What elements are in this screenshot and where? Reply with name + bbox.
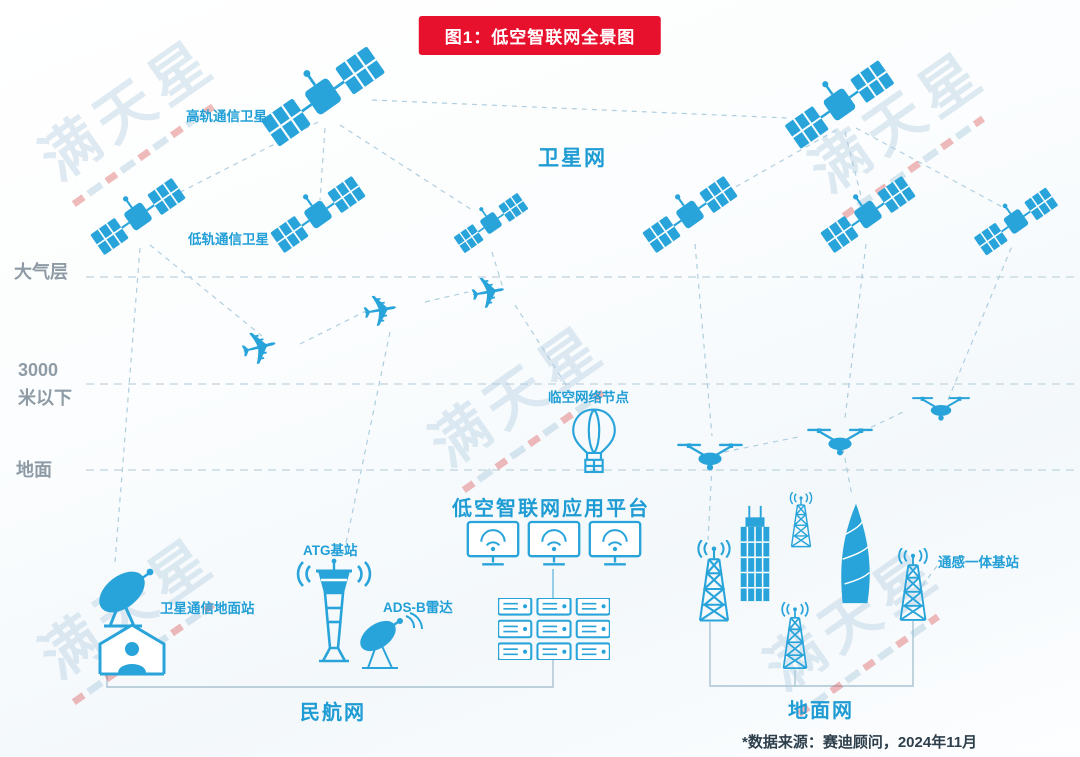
low-orbit-satellite-icon: [447, 183, 535, 262]
drone-icon: [910, 392, 972, 422]
label-altitude-3000: 3000: [18, 360, 59, 380]
low-orbit-satellite-icon: [82, 166, 194, 267]
low-orbit-satellite-icon: [966, 177, 1065, 266]
skyscraper-icon: [734, 504, 776, 603]
high-orbit-satellite-icon: [250, 31, 396, 162]
label-low-orbit-satellite: 低轨通信卫星: [188, 232, 269, 247]
low-orbit-satellite-icon: [812, 164, 924, 265]
monitor-wifi-icon: [527, 520, 581, 569]
label-ground: 地面: [16, 460, 52, 480]
monitor-wifi-icon: [588, 520, 642, 569]
label-ground-network: 地面网: [788, 700, 854, 722]
drone-icon: [675, 438, 745, 472]
label-sensing-base-station: 通感一体基站: [938, 555, 1019, 570]
label-altitude-below: 米以下: [18, 388, 72, 408]
server-rack-icon: [498, 598, 610, 660]
ground-station-building-icon: [94, 616, 170, 676]
high-orbit-satellite-icon: [775, 47, 904, 163]
label-satellite-ground-station: 卫星通信地面站: [160, 601, 255, 616]
label-high-orbit-satellite: 高轨通信卫星: [186, 109, 267, 124]
figure-title: 图1：低空智联网全景图: [444, 28, 636, 47]
twisted-tower-icon: [833, 498, 879, 605]
sensing-base-station-icon: [888, 548, 938, 623]
drone-icon: [805, 423, 875, 457]
label-near-space-node: 临空网络节点: [548, 390, 629, 405]
data-source-note: *数据来源：赛迪顾问，2024年11月: [742, 734, 978, 751]
label-adsb-radar: ADS-B雷达: [383, 600, 453, 615]
monitor-wifi-icon: [466, 520, 520, 569]
figure-title-badge: 图1：低空智联网全景图: [418, 16, 662, 55]
antenna-tower-icon: [772, 602, 818, 671]
antenna-tower-icon: [782, 492, 820, 549]
low-orbit-satellite-icon: [262, 164, 374, 265]
aircraft-icon: ✈: [234, 318, 285, 378]
aircraft-icon: ✈: [357, 284, 403, 339]
balloon-node-icon: [568, 406, 620, 479]
label-atmosphere: 大气层: [14, 262, 68, 282]
label-civil-aviation-network: 民航网: [300, 702, 366, 724]
low-orbit-satellite-icon: [634, 164, 746, 265]
aircraft-icon: ✈: [465, 266, 511, 321]
label-application-platform: 低空智联网应用平台: [452, 498, 650, 520]
label-satellite-network: 卫星网: [538, 147, 607, 170]
adsb-radar-icon: [352, 612, 424, 672]
label-atg-base-station: ATG基站: [303, 543, 358, 558]
